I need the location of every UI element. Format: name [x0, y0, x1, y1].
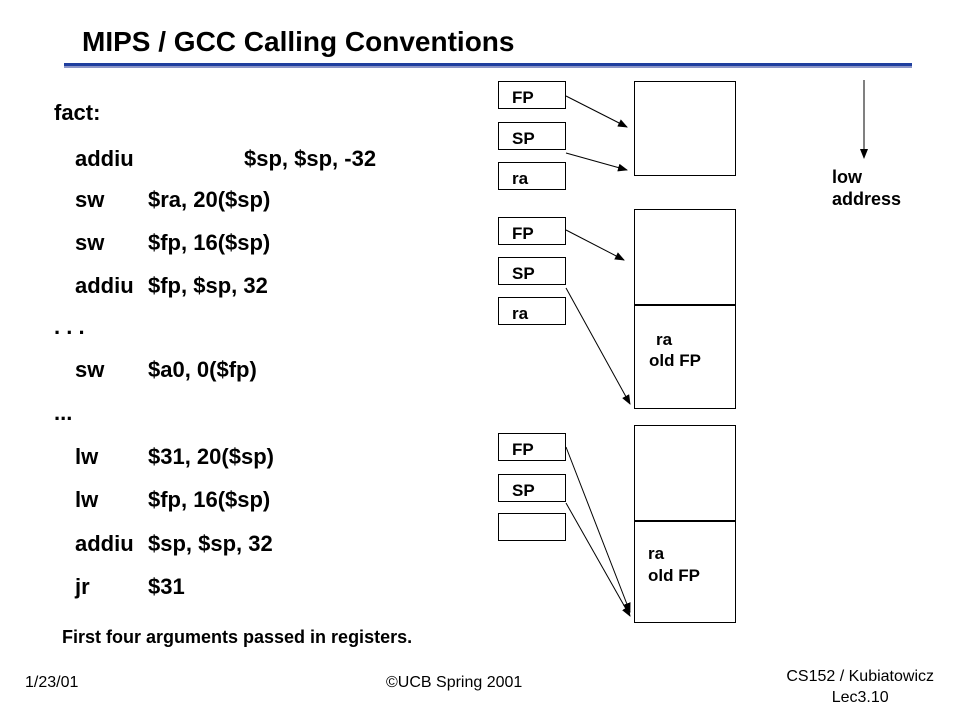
sp-register: SP	[498, 122, 566, 150]
code-args: $sp, $sp, 32	[148, 531, 273, 556]
fp-register: FP	[498, 433, 566, 461]
code-op: addiu	[75, 273, 134, 298]
code-args: $fp, $sp, 32	[148, 273, 268, 298]
code-label: fact:	[54, 100, 101, 125]
code-op: jr	[75, 574, 90, 599]
stack-box	[634, 425, 736, 521]
ra-register: ra	[498, 162, 566, 190]
footer-lecture: Lec3.10	[831, 689, 889, 706]
low-address-line: low	[832, 167, 862, 187]
footer-copyright: ©UCB Spring 2001	[386, 674, 523, 691]
fp-arrow	[565, 446, 631, 613]
code-args: $ra, 20($sp)	[148, 187, 271, 212]
fp-register: FP	[498, 217, 566, 245]
code-args: $31, 20($sp)	[148, 444, 274, 469]
code-op: lw	[75, 444, 99, 469]
sp-arrow	[565, 287, 631, 405]
code-ellipsis: . . .	[54, 314, 85, 339]
stack-frame-box	[634, 521, 736, 623]
frame-ra-label: ra	[648, 544, 665, 563]
code-op: lw	[75, 487, 99, 512]
code-args: $fp, 16($sp)	[148, 487, 271, 512]
sp-arrow	[565, 502, 631, 617]
stack-box	[634, 81, 736, 176]
code-args: $a0, 0($fp)	[148, 357, 257, 382]
frame-ra-label: ra	[656, 330, 673, 349]
stack-box	[634, 209, 736, 305]
low-address-line: address	[832, 189, 902, 209]
sp-arrow	[565, 152, 628, 172]
stack-frame-box	[634, 305, 736, 409]
low-address-label: low address	[832, 166, 901, 210]
code-args: $fp, 16($sp)	[148, 230, 271, 255]
code-op: sw	[75, 357, 105, 382]
page-title: MIPS / GCC Calling Conventions	[82, 26, 515, 57]
title-rule	[64, 63, 912, 68]
fp-arrow	[565, 95, 628, 128]
code-op: sw	[75, 187, 105, 212]
footer-course: CS152 / Kubiatowicz	[786, 668, 934, 685]
code-op: addiu	[75, 531, 134, 556]
code-op: addiu	[75, 146, 134, 171]
code-args: $sp, $sp, -32	[244, 146, 377, 171]
footer-date: 1/23/01	[25, 674, 79, 691]
code-op: sw	[75, 230, 105, 255]
code-args: $31	[148, 574, 185, 599]
sp-register: SP	[498, 257, 566, 285]
ra-register: ra	[498, 297, 566, 325]
empty-register	[498, 513, 566, 541]
fp-register: FP	[498, 81, 566, 109]
code-ellipsis: ...	[54, 400, 73, 425]
frame-old-fp-label: old FP	[648, 566, 700, 585]
sp-register: SP	[498, 474, 566, 502]
arguments-note: First four arguments passed in registers…	[62, 627, 413, 647]
fp-arrow	[565, 229, 625, 261]
footer-course-info: CS152 / Kubiatowicz Lec3.10	[786, 666, 934, 708]
frame-old-fp-label: old FP	[649, 351, 701, 370]
